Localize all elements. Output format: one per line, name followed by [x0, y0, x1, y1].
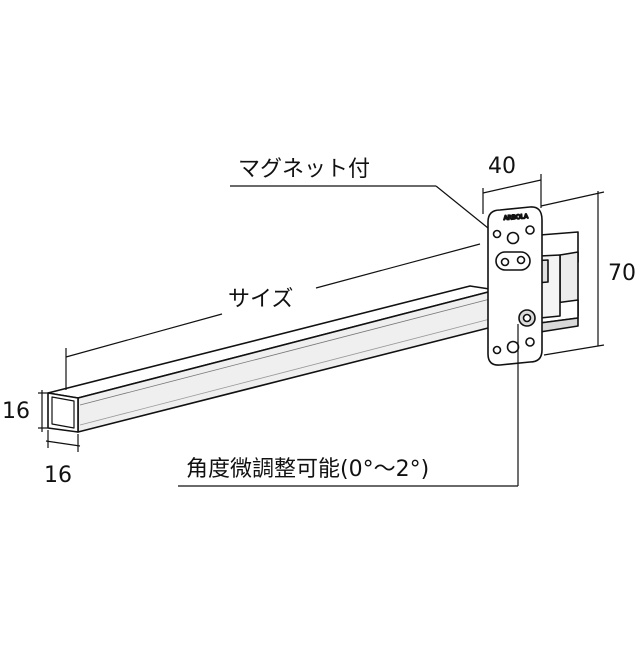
tube-end-hole — [51, 396, 75, 429]
angle-leader — [178, 324, 519, 487]
size-label: サイズ — [228, 287, 293, 312]
dimension-16-width-label: 16 — [44, 463, 72, 488]
dimension-70 — [540, 191, 605, 356]
size-dimension — [65, 243, 481, 390]
mounting-plate: ARBOLA — [487, 206, 543, 366]
tube-arm — [47, 285, 497, 433]
magnet-leader — [230, 185, 489, 229]
dimension-16-height-label: 16 — [2, 399, 30, 424]
dimension-16-width — [45, 430, 81, 452]
angle-label: 角度微調整可能(0°～2°) — [186, 457, 429, 482]
dimension-70-label: 70 — [608, 261, 636, 286]
plate-mark-text: ARBOLA — [503, 213, 529, 222]
dimension-40-label: 40 — [488, 154, 516, 179]
magnet-label: マグネット付 — [238, 157, 370, 182]
dimension-40 — [482, 174, 542, 214]
dimension-16-height — [38, 390, 48, 432]
